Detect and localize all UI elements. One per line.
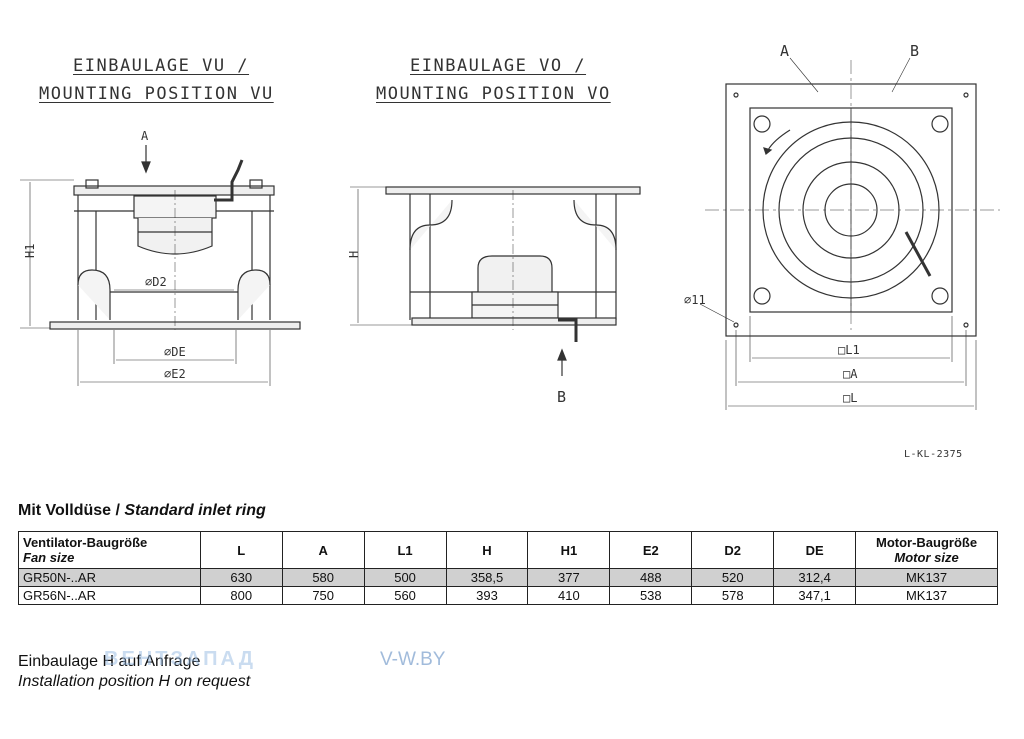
label-side-a: A: [780, 42, 789, 60]
cell-motor-size: MK137: [855, 568, 998, 587]
caption-vo-line2: MOUNTING POSITION VO: [376, 84, 611, 104]
label-arrow-a: A: [141, 129, 149, 143]
cell-l: 630: [199, 568, 283, 587]
header-d2: D2: [691, 531, 775, 569]
section-title: Mit Volldüse / Standard inlet ring: [18, 502, 266, 520]
cell-h1: 410: [527, 586, 611, 605]
header-e2: E2: [609, 531, 693, 569]
label-d2: ⌀D2: [145, 275, 167, 289]
header-h1: H1: [527, 531, 611, 569]
cell-d2: 520: [691, 568, 775, 587]
cell-fan-size: GR56N-..AR: [18, 586, 201, 605]
label-l-dim: □L: [843, 391, 857, 405]
watermark-brand: ВЕНТЗАПАД: [104, 648, 256, 670]
label-de: ⌀DE: [164, 345, 186, 359]
header-de: DE: [773, 531, 857, 569]
caption-vu-line1: EINBAULAGE VU /: [73, 56, 250, 76]
caption-vu-line2: MOUNTING POSITION VU: [39, 84, 274, 104]
cell-a: 750: [281, 586, 365, 605]
view-vu: [20, 145, 301, 386]
label-l1: □L1: [838, 343, 860, 357]
cell-e2: 488: [609, 568, 693, 587]
header-a: A: [281, 531, 365, 569]
note-en: Installation position H on request: [18, 673, 251, 690]
section-title-de: Mit Volldüse /: [18, 502, 120, 519]
technical-drawing: A B H1 H ⌀D2 ⌀DE ⌀E2 ⌀11 □L1 □A □L A B: [20, 42, 1000, 410]
view-top: [699, 57, 1000, 410]
cell-de: 347,1: [773, 586, 857, 605]
label-h: H: [347, 251, 361, 258]
header-l1: L1: [363, 531, 447, 569]
cell-e2: 538: [609, 586, 693, 605]
cell-l1: 500: [363, 568, 447, 587]
label-a-dim: □A: [843, 367, 858, 381]
label-hole: ⌀11: [684, 293, 706, 307]
note-de: Einbaulage H auf Anfrage: [18, 653, 201, 670]
cell-h: 393: [445, 586, 529, 605]
cell-h1: 377: [527, 568, 611, 587]
cell-a: 580: [281, 568, 365, 587]
cell-h: 358,5: [445, 568, 529, 587]
cell-motor-size: MK137: [855, 586, 998, 605]
label-side-b: B: [910, 42, 919, 60]
installation-note: Einbaulage H auf Anfrage Installation po…: [18, 652, 250, 692]
table-row: GR50N-..AR 630 580 500 358,5 377 488 520…: [18, 568, 998, 587]
watermark-url: V-W.BY: [380, 649, 446, 670]
drawing-reference: L-KL-2375: [904, 449, 963, 460]
label-h1: H1: [23, 244, 37, 258]
cell-d2: 578: [691, 586, 775, 605]
section-title-en: Standard inlet ring: [124, 502, 266, 519]
label-e2: ⌀E2: [164, 367, 186, 381]
label-arrow-b: B: [557, 388, 566, 406]
cell-l1: 560: [363, 586, 447, 605]
table-row: GR56N-..AR 800 750 560 393 410 538 578 3…: [18, 586, 998, 605]
cell-fan-size: GR50N-..AR: [18, 568, 201, 587]
caption-vo-line1: EINBAULAGE VO /: [410, 56, 587, 76]
cell-l: 800: [199, 586, 283, 605]
header-h: H: [445, 531, 529, 569]
cell-de: 312,4: [773, 568, 857, 587]
view-vo: [350, 186, 641, 376]
header-l: L: [199, 531, 283, 569]
